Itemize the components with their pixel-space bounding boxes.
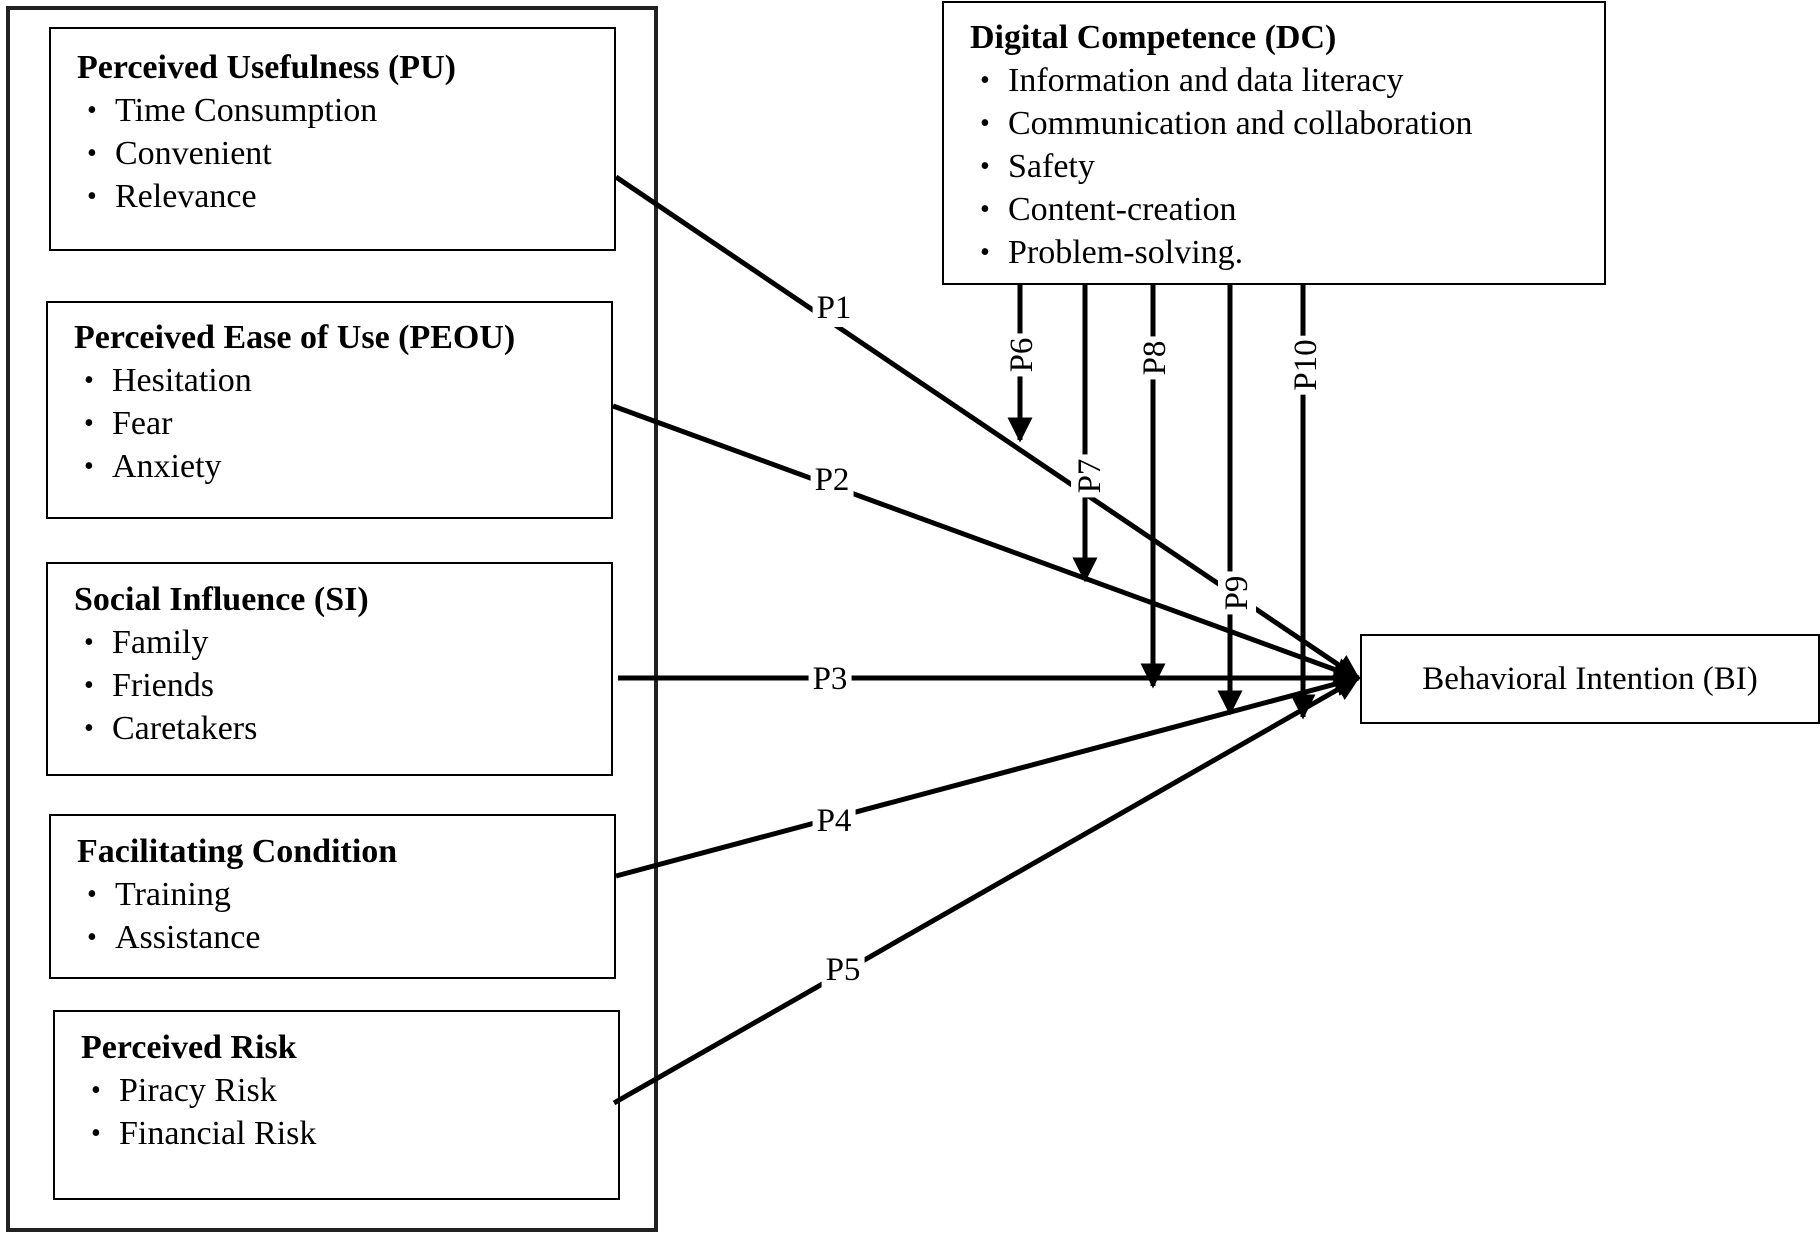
construct-si-item: Caretakers	[74, 707, 611, 750]
construct-peou-title: Perceived Ease of Use (PEOU)	[74, 319, 516, 356]
path-p2-label: P2	[810, 461, 854, 499]
construct-fc-title: Facilitating Condition	[77, 833, 398, 870]
path-p4-line	[615, 671, 1361, 879]
construct-fc-item: Training	[77, 873, 614, 916]
construct-pu-title: Perceived Usefulness (PU)	[77, 49, 456, 86]
construct-peou-item: Hesitation	[74, 359, 611, 402]
construct-pu-item: Convenient	[77, 132, 614, 175]
moderator-dc-item: Information and data literacy	[970, 59, 1604, 102]
construct-peou-box: Perceived Ease of Use (PEOU) Hesitation …	[46, 301, 613, 519]
moderator-dc-item: Problem-solving.	[970, 231, 1604, 274]
outcome-bi-label: Behavioral Intention (BI)	[1422, 660, 1758, 697]
moderator-dc-item: Content-creation	[970, 188, 1604, 231]
construct-pr-title: Perceived Risk	[81, 1029, 297, 1066]
construct-pu-item: Relevance	[77, 175, 614, 218]
moderator-dc-box: Digital Competence (DC) Information and …	[942, 1, 1606, 285]
path-p7-label: P7	[1071, 454, 1109, 498]
independent-variables-frame	[6, 6, 658, 1232]
outcome-bi-box: Behavioral Intention (BI)	[1360, 634, 1820, 724]
path-p9-label: P9	[1218, 571, 1256, 615]
moderator-dc-title: Digital Competence (DC)	[970, 19, 1337, 56]
path-p1-label: P1	[812, 289, 856, 327]
path-p5-line	[612, 675, 1361, 1106]
construct-peou-item: Fear	[74, 402, 611, 445]
moderator-dc-item: Communication and collaboration	[970, 102, 1604, 145]
construct-si-box: Social Influence (SI) Family Friends Car…	[46, 562, 613, 776]
construct-pu-item: Time Consumption	[77, 89, 614, 132]
path-p10-label: P10	[1287, 335, 1325, 395]
construct-pr-item: Financial Risk	[81, 1112, 618, 1155]
construct-si-item: Family	[74, 621, 611, 664]
construct-pr-box: Perceived Risk Piracy Risk Financial Ris…	[53, 1010, 620, 1200]
construct-si-item: Friends	[74, 664, 611, 707]
construct-fc-box: Facilitating Condition Training Assistan…	[49, 814, 616, 979]
path-p6-label: P6	[1003, 333, 1041, 377]
construct-fc-item: Assistance	[77, 916, 614, 959]
path-p3-label: P3	[808, 660, 852, 698]
construct-pr-item: Piracy Risk	[81, 1069, 618, 1112]
construct-peou-item: Anxiety	[74, 445, 611, 488]
path-p5-label: P5	[821, 951, 865, 989]
construct-si-title: Social Influence (SI)	[74, 581, 369, 618]
construct-pu-box: Perceived Usefulness (PU) Time Consumpti…	[49, 27, 616, 251]
path-p4-label: P4	[812, 802, 856, 840]
path-p2-line	[612, 403, 1361, 683]
path-p8-label: P8	[1136, 336, 1174, 380]
moderator-dc-item: Safety	[970, 145, 1604, 188]
